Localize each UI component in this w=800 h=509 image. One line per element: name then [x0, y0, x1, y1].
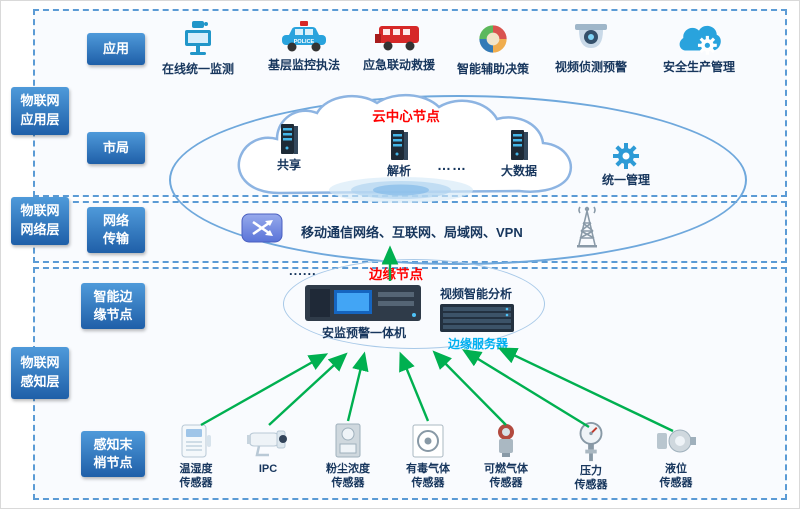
sensor-label: 液位 传感器 [659, 463, 693, 489]
cell-tower-icon [577, 206, 597, 248]
application-item-online-monitoring: 在线统一监测 [143, 19, 253, 77]
network-switch-icon [241, 213, 283, 243]
cloud-center-title: 云中心节点 [372, 109, 440, 124]
sensor-pressure: 压力 传感器 [555, 421, 627, 493]
temp-humidity-sensor-icon [181, 424, 211, 458]
cloud-server-share: 共享 [271, 121, 307, 173]
application-label: 应急联动救援 [362, 58, 435, 72]
sensor-temp-humidity: 温湿度 传感器 [160, 421, 232, 491]
edge-node-title: 边缘节点 [369, 267, 423, 282]
application-label: 智能辅助决策 [456, 62, 529, 76]
sensor-combustible-gas: 可燃气体 传感器 [470, 421, 542, 491]
row-label-perception-terminal: 感知末 梢节点 [81, 431, 145, 477]
sensor-level: 液位 传感器 [640, 421, 712, 491]
sensor-label: 温湿度 传感器 [179, 463, 213, 489]
application-item-emergency-rescue: 应急联动救援 [344, 19, 454, 73]
edge-server-icon [440, 304, 514, 332]
edge-machine-label: 安监预警一体机 [321, 326, 406, 340]
sensor-ipc: IPC [232, 421, 304, 477]
row-label-smart-edge-node: 智能边 缘节点 [81, 283, 145, 329]
server-icon [391, 130, 408, 160]
application-label: 在线统一监测 [161, 62, 234, 76]
toxic-gas-sensor-icon [412, 424, 444, 458]
sensor-label: IPC [258, 463, 278, 475]
application-label: 视频侦测预警 [554, 60, 627, 74]
cloud-gear-icon [679, 25, 721, 55]
server-icon [511, 130, 528, 160]
sensor-label: 压力 传感器 [574, 465, 608, 491]
pressure-sensor-icon [579, 421, 603, 462]
edge-server-label: 边缘服务器 [447, 337, 508, 351]
sensor-label: 可燃气体 传感器 [484, 463, 528, 489]
network-transmission-text: 移动通信网络、互联网、局域网、VPN [301, 225, 523, 240]
application-label: 安全生产管理 [662, 60, 735, 74]
application-item-law-enforcement: POLICE 基层监控执法 [249, 19, 359, 73]
row-label-application: 应用 [87, 33, 145, 65]
smart-decision-icon [479, 25, 507, 53]
cloud-server-label: 解析 [386, 164, 411, 178]
side-label-perception-layer: 物联网 感知层 [11, 347, 69, 399]
ripple-effect [329, 177, 473, 203]
cctv-monitor-icon [185, 21, 211, 55]
sensor-dust: 粉尘浓度 传感器 [312, 421, 384, 491]
edge-node-ellipse [283, 259, 545, 349]
row-label-city-bureau: 市局 [87, 132, 145, 164]
side-label-network-layer: 物联网 网络层 [11, 197, 69, 245]
edge-ellipsis: ...... [289, 263, 317, 278]
gear-icon [613, 143, 639, 169]
sensor-label: 有毒气体 传感器 [406, 463, 450, 489]
side-label-application-layer: 物联网 应用层 [11, 87, 69, 135]
server-icon [281, 124, 298, 154]
application-label: 基层监控执法 [267, 58, 340, 72]
application-item-smart-decision: 智能辅助决策 [438, 19, 548, 77]
row-label-network-transport: 网络 传输 [87, 207, 145, 253]
application-item-safety-management: 安全生产管理 [644, 19, 754, 75]
rescue-truck-icon [375, 26, 419, 51]
level-sensor-icon [657, 429, 696, 453]
dome-camera-icon [575, 24, 607, 48]
ipc-camera-icon [247, 430, 287, 457]
police-car-icon: POLICE [282, 21, 326, 52]
edge-machine-icon [305, 285, 421, 321]
cloud-server-label: 大数据 [500, 164, 537, 178]
cloud-server-bigdata: 大数据 [497, 127, 541, 179]
application-item-video-detection: 视频侦测预警 [536, 19, 646, 75]
video-analysis-label: 视频智能分析 [439, 287, 512, 301]
cloud-server-parse: 解析 [381, 127, 417, 179]
dust-sensor-icon [335, 423, 361, 458]
cloud-ellipsis: …… [437, 157, 467, 173]
unified-management-label: 统一管理 [601, 173, 650, 187]
sensor-label: 粉尘浓度 传感器 [326, 463, 370, 489]
combustible-gas-sensor-icon [498, 424, 514, 457]
police-text: POLICE [294, 39, 315, 45]
cloud-server-label: 共享 [276, 158, 301, 172]
sensor-toxic-gas: 有毒气体 传感器 [392, 421, 464, 491]
